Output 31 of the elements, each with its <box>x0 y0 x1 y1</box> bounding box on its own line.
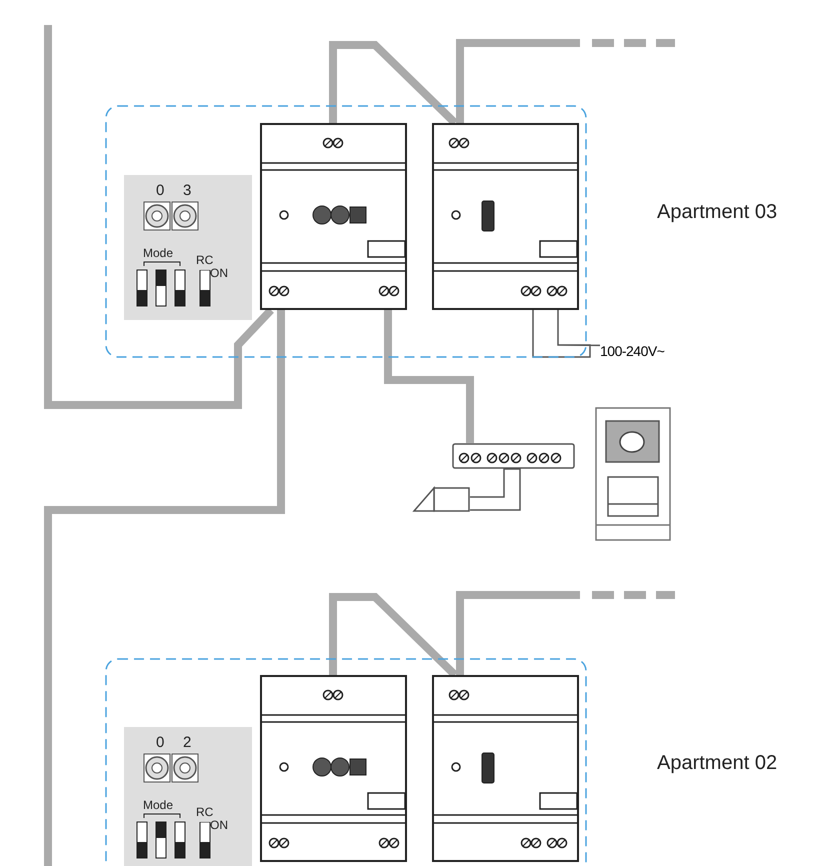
address-digit: 3 <box>183 183 192 198</box>
address-digit: 0 <box>156 183 164 198</box>
door-station-drawing <box>595 407 671 541</box>
cable <box>456 39 675 123</box>
switch-state-label: ON <box>210 819 228 831</box>
din-rail-module-drawing <box>260 675 407 862</box>
cable <box>456 591 675 675</box>
din-rail-module-drawing <box>432 123 579 310</box>
address-digit: 0 <box>156 735 164 750</box>
settings-panel <box>124 175 252 320</box>
terminal-block-drawing <box>452 443 575 469</box>
settings-panel <box>124 727 252 866</box>
electric-lock-drawing <box>412 484 470 513</box>
cable <box>384 310 474 443</box>
cable <box>44 310 285 866</box>
switch-group-label: Mode <box>143 247 174 259</box>
address-digit: 2 <box>183 735 192 750</box>
voltage-label: 100-240V~ <box>600 343 664 359</box>
din-rail-module-drawing <box>260 123 407 310</box>
wire <box>469 468 521 511</box>
cable <box>329 41 458 126</box>
area-label: Apartment 02 <box>657 753 778 773</box>
switch-group-label: Mode <box>143 799 174 811</box>
din-rail-module-drawing <box>432 675 579 862</box>
cable <box>44 25 274 409</box>
switch-label: RC <box>196 254 214 266</box>
switch-label: RC <box>196 806 214 818</box>
area-label: Apartment 03 <box>657 202 778 222</box>
cable <box>329 593 458 678</box>
switch-state-label: ON <box>210 267 228 279</box>
wire <box>532 309 600 358</box>
